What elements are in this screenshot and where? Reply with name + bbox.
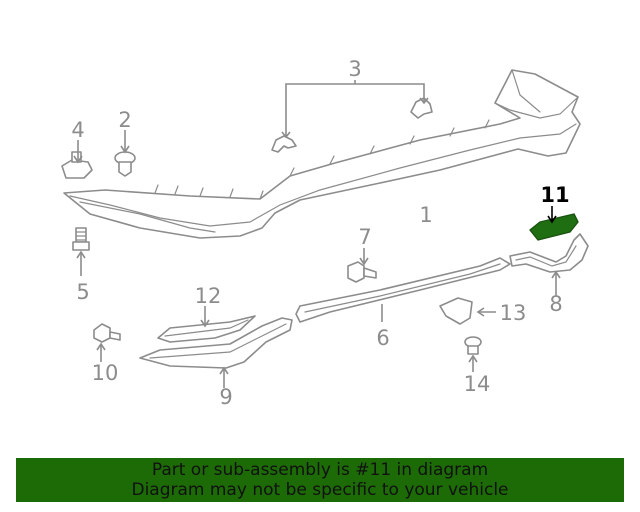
part-7-bolt xyxy=(347,248,377,283)
part-10-bolt xyxy=(93,323,121,362)
label-8: 8 xyxy=(549,292,562,316)
info-banner: Part or sub-assembly is #11 in diagram D… xyxy=(16,458,624,502)
label-1: 1 xyxy=(419,203,432,227)
part-9-trim xyxy=(139,317,293,388)
part-5-bolt xyxy=(72,227,90,276)
label-13: 13 xyxy=(500,301,527,325)
part-6-molding xyxy=(295,257,511,323)
label-3: 3 xyxy=(348,57,361,81)
part-2-push-pin xyxy=(114,130,136,177)
part-14-clip xyxy=(464,336,482,372)
leader-3 xyxy=(285,83,425,137)
label-11: 11 xyxy=(540,183,569,207)
label-14: 14 xyxy=(464,372,491,396)
part-1-bumper-cover xyxy=(63,69,581,239)
label-9: 9 xyxy=(219,385,232,409)
label-7: 7 xyxy=(358,225,371,249)
label-5: 5 xyxy=(76,280,89,304)
banner-line-2: Diagram may not be specific to your vehi… xyxy=(131,480,509,500)
part-4-clip xyxy=(61,140,93,179)
label-6: 6 xyxy=(376,326,389,350)
label-2: 2 xyxy=(118,108,131,132)
part-3-retainers xyxy=(271,80,433,153)
part-11-reflector xyxy=(529,206,579,241)
label-4: 4 xyxy=(71,118,84,142)
label-10: 10 xyxy=(92,361,119,385)
label-12: 12 xyxy=(195,284,222,308)
parts-diagram: 1 3 4 2 5 7 11 8 12 6 13 10 9 14 xyxy=(61,57,589,409)
banner-line-1: Part or sub-assembly is #11 in diagram xyxy=(151,460,489,480)
part-8-bracket xyxy=(509,233,589,296)
part-13-bracket xyxy=(439,297,496,325)
part-12-trim xyxy=(157,306,256,343)
